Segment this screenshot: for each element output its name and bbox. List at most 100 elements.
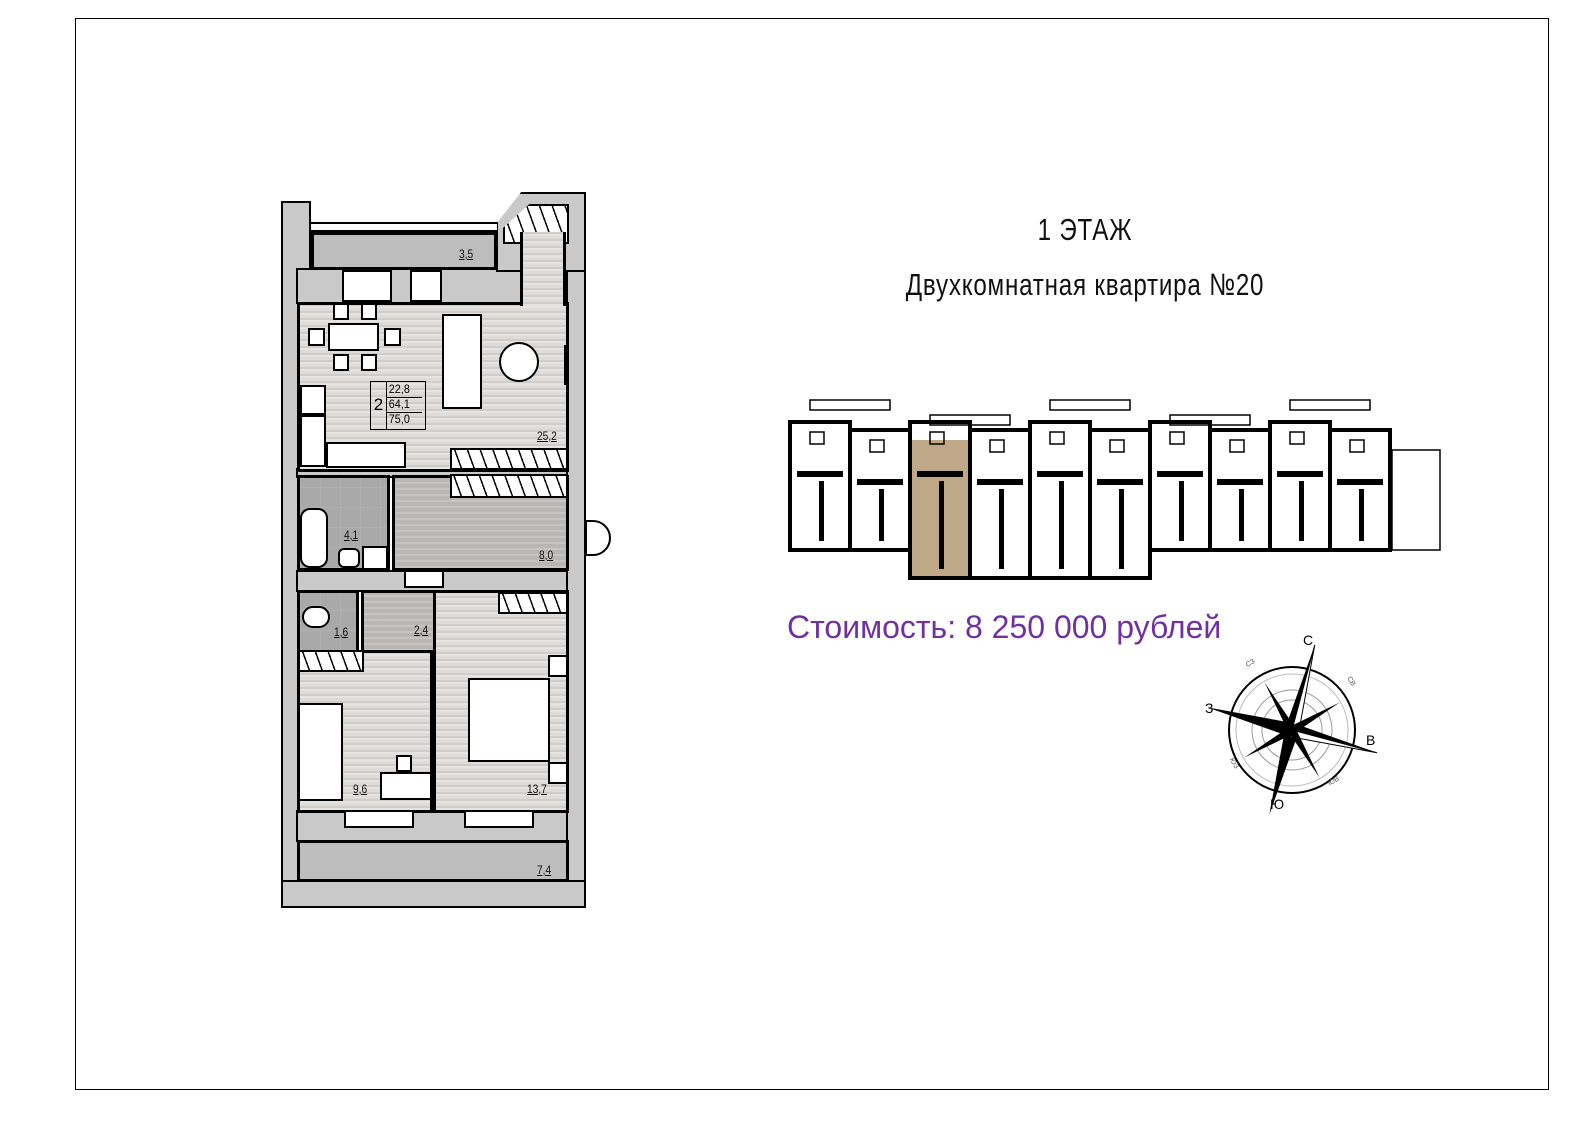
key-plan-wall: [1359, 489, 1364, 541]
kitchen-counter: [300, 415, 326, 467]
kitchen-sink: [326, 442, 406, 468]
key-plan-wall: [1179, 481, 1184, 541]
key-plan-wall: [917, 471, 963, 477]
room-area-label: 13,7: [526, 782, 547, 796]
double-bed: [468, 678, 550, 762]
balcony-railing: [311, 222, 497, 232]
washbasin: [338, 548, 360, 568]
key-plan-balcony: [929, 414, 1011, 426]
washing-machine: [362, 546, 388, 570]
room-area-label: 7,4: [537, 863, 552, 877]
room-area-label: 4,1: [344, 528, 359, 542]
stove: [300, 385, 326, 415]
wardrobe: [298, 650, 364, 672]
wardrobe: [450, 448, 568, 470]
window: [342, 270, 392, 302]
nightstand: [548, 762, 568, 784]
dining-table: [328, 323, 379, 351]
desk: [380, 772, 432, 800]
key-plan-wall: [977, 479, 1023, 485]
key-plan-room-tag: [989, 439, 1005, 453]
key-plan-wall: [939, 481, 944, 569]
total-area-with-balconies: 75,0: [388, 412, 410, 426]
key-plan-room-tag: [1169, 431, 1185, 445]
key-plan-wall: [1277, 471, 1323, 477]
chair: [361, 303, 377, 320]
key-plan-balcony: [809, 399, 891, 411]
key-plan-room-tag: [1349, 439, 1365, 453]
key-plan-room-tag: [929, 431, 945, 445]
building-key-plan: [788, 399, 1441, 580]
chair: [384, 328, 401, 346]
chair: [308, 328, 325, 346]
toilet: [302, 606, 330, 628]
radiator: [564, 345, 568, 385]
balcony-door: [410, 270, 442, 302]
compass-west: З: [1205, 700, 1214, 716]
room-area-label: 2,4: [414, 623, 429, 637]
key-plan-wall: [999, 489, 1004, 569]
room-corridor: 2,4: [361, 590, 445, 654]
room-area-label: 9,6: [353, 782, 368, 796]
compass-north: С: [1303, 632, 1314, 648]
key-plan-wall: [1217, 479, 1263, 485]
key-plan-room-tag: [1109, 439, 1125, 453]
key-plan-room-tag: [1289, 431, 1305, 445]
key-plan-room-tag: [1049, 431, 1065, 445]
room-area-label: 1,6: [334, 625, 349, 639]
compass-icon: [1206, 644, 1378, 816]
compass-rose: С В Ю З СВ ЮВ ЮЗ СЗ: [1200, 630, 1400, 820]
room-area-label: 25,2: [536, 429, 557, 443]
key-plan-wall: [1037, 471, 1083, 477]
single-bed: [298, 703, 343, 801]
apartment-title: Двухкомнатная квартира №20: [905, 267, 1265, 302]
key-plan-wall: [879, 489, 884, 541]
key-plan-wall: [1157, 471, 1203, 477]
total-area: 64,1: [387, 397, 423, 413]
round-table: [499, 342, 539, 382]
key-plan-wall: [857, 479, 903, 485]
price: Стоимость: 8 250 000 рублей: [787, 609, 1222, 645]
key-plan-wall: [1119, 489, 1124, 569]
balcony-top: 3,5: [311, 232, 497, 270]
key-plan-wall: [1299, 481, 1304, 541]
key-plan-room-tag: [1229, 439, 1245, 453]
key-plan-wall: [819, 481, 824, 541]
wardrobe: [450, 474, 568, 498]
balcony-bottom: 7,4: [297, 840, 569, 882]
area-summary-table: 2 22,8 64,1 75,0: [370, 381, 426, 430]
living-area: 22,8: [387, 382, 423, 398]
compass-east: В: [1366, 732, 1376, 748]
floor-title: 1 ЭТАЖ: [1037, 212, 1133, 247]
key-plan-balcony: [1289, 399, 1371, 411]
bathtub: [300, 508, 328, 568]
chair: [361, 354, 377, 371]
window: [344, 810, 414, 828]
room-area-label: 8,0: [539, 548, 554, 562]
key-plan-wall: [1239, 489, 1244, 541]
key-plan-balcony: [1169, 414, 1251, 426]
living-alcove: [520, 232, 566, 306]
key-plan-wall: [1337, 479, 1383, 485]
key-plan-wall: [1059, 481, 1064, 569]
key-plan-room-tag: [869, 439, 885, 453]
sofa: [442, 314, 482, 409]
doorway: [404, 570, 444, 588]
room-area-label: 3,5: [459, 247, 474, 261]
wardrobe: [498, 592, 568, 614]
chair: [396, 755, 412, 772]
key-plan-room-tag: [809, 431, 825, 445]
nightstand: [548, 655, 568, 677]
wall-right: [566, 268, 586, 908]
key-plan-wall: [1097, 479, 1143, 485]
key-plan-annex: [1391, 449, 1441, 551]
compass-south: Ю: [1270, 796, 1285, 812]
drawing-frame: [75, 18, 1549, 1090]
window: [464, 810, 534, 828]
wall-bottom: [281, 880, 586, 908]
chair: [333, 354, 349, 371]
chair: [333, 303, 349, 320]
key-plan-balcony: [1049, 399, 1131, 411]
key-plan-wall: [797, 471, 843, 477]
rooms-count: 2: [371, 382, 387, 429]
